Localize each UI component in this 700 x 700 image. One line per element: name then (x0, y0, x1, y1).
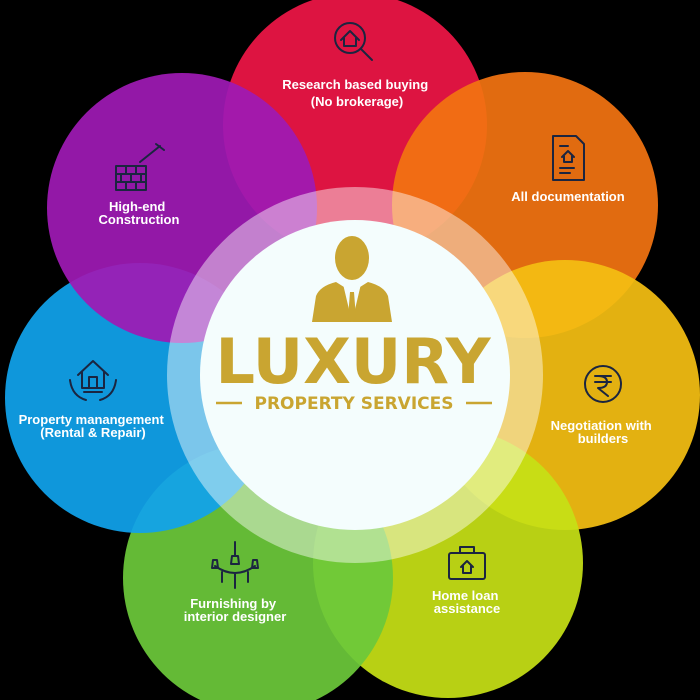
businessman-icon (312, 236, 392, 322)
brick-wall-icon (115, 143, 165, 191)
label-home-loan: Home loan assistance (432, 588, 502, 616)
house-hands-icon (69, 360, 117, 401)
house-search-icon (334, 22, 373, 61)
center-subtitle: PROPERTY SERVICES (255, 394, 454, 414)
label-furnishing: Furnishing by interior designer (184, 596, 287, 624)
document-icon (552, 135, 585, 181)
rupee-icon (584, 365, 622, 403)
briefcase-home-icon (448, 546, 486, 580)
center-circle (200, 220, 510, 530)
label-documentation: All documentation (511, 189, 624, 204)
chandelier-icon (211, 541, 259, 589)
label-negotiation: Negotiation with builders (551, 418, 656, 446)
label-property-management: Property manangement (Rental & Repair) (19, 412, 168, 440)
label-research: Research based buying (No brokerage) (282, 77, 432, 109)
label-construction: High-end Construction (99, 199, 180, 227)
center-title: LUXURY (215, 325, 491, 398)
